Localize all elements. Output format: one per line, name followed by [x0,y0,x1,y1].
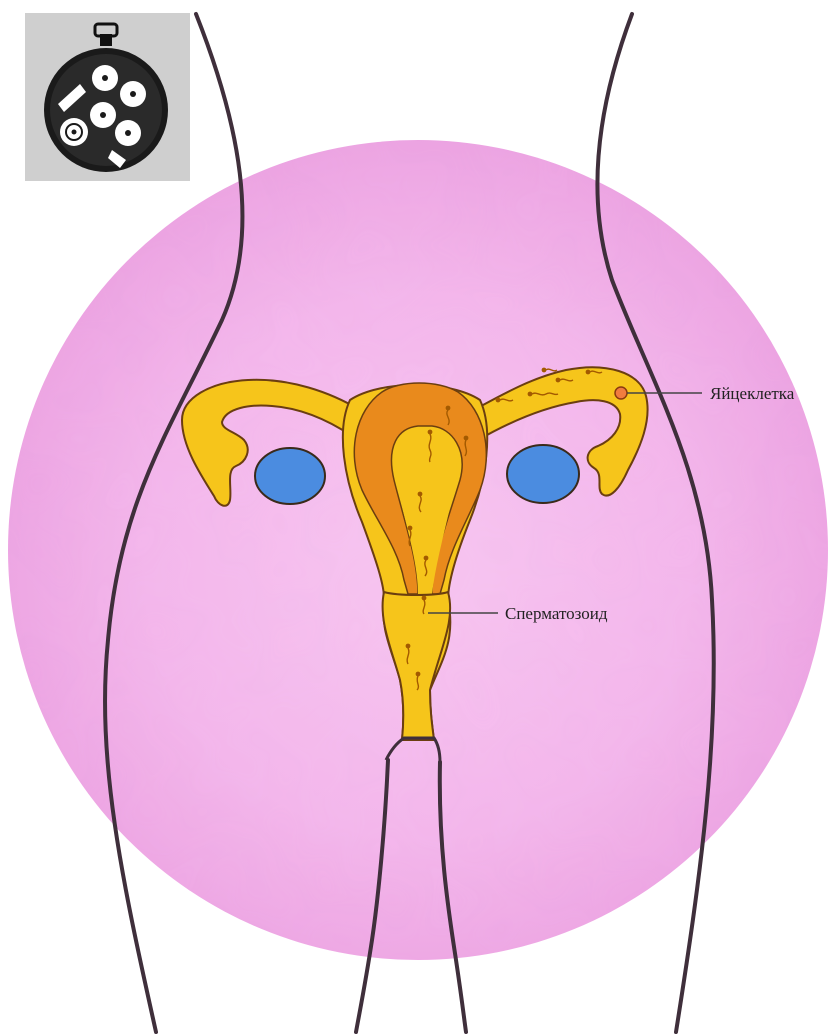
sperm-head [464,436,469,441]
ovary-left [255,448,325,504]
sperm-head [408,526,413,531]
sperm-head [496,398,501,403]
sperm-head [556,378,561,383]
sperm-head [428,430,433,435]
stopwatch-badge [25,13,190,181]
sperm-head [542,368,547,373]
egg-cell [615,387,627,399]
sperm-head [424,556,429,561]
sperm-head [406,644,411,649]
egg-label: Яйцеклетка [710,384,795,403]
ovary-right [507,445,579,503]
sperm-head [416,672,421,677]
sperm-head [422,596,427,601]
sperm-label: Сперматозоид [505,604,608,623]
sperm-head [446,406,451,411]
sperm-head [418,492,423,497]
sperm-head [528,392,533,397]
sperm-head [586,370,591,375]
